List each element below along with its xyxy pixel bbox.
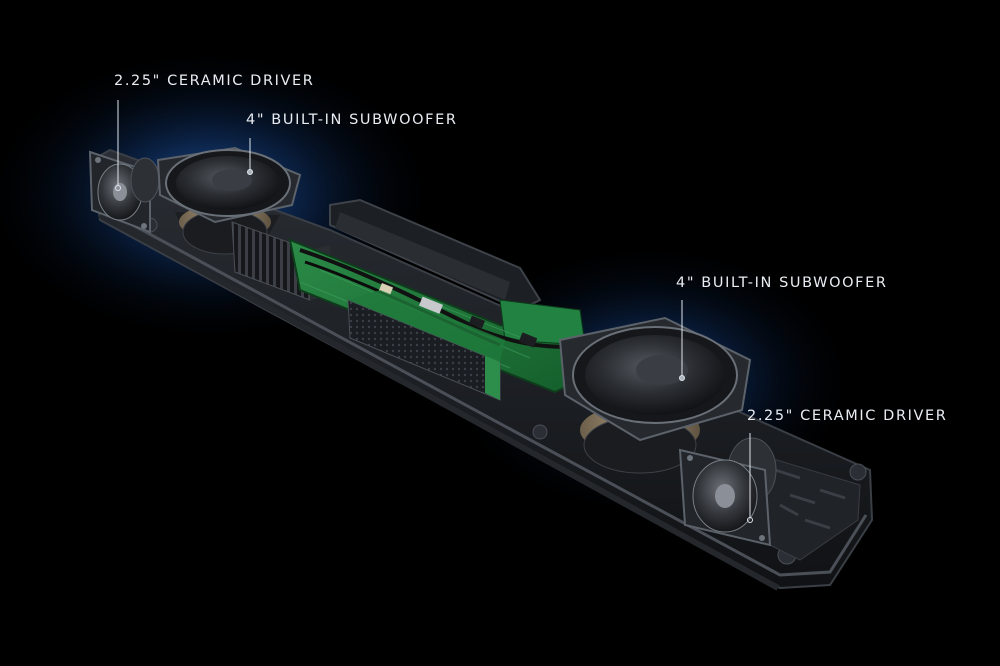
label-left-subwoofer: 4" BUILT-IN SUBWOOFER (246, 112, 458, 128)
right-subwoofer (558, 316, 752, 474)
leader-dot-left-sub (247, 169, 253, 175)
grille-board (347, 290, 505, 401)
label-right-subwoofer: 4" BUILT-IN SUBWOOFER (676, 275, 888, 291)
left-subwoofer (156, 146, 302, 255)
left-ceramic-driver (88, 150, 160, 234)
leader-dot-left-driver (115, 185, 121, 191)
label-right-ceramic-driver: 2.25" CERAMIC DRIVER (747, 408, 948, 424)
callout-lines (115, 100, 753, 523)
leader-dot-right-sub (679, 375, 685, 381)
label-left-ceramic-driver: 2.25" CERAMIC DRIVER (114, 73, 315, 89)
leader-dot-right-driver (747, 517, 753, 523)
